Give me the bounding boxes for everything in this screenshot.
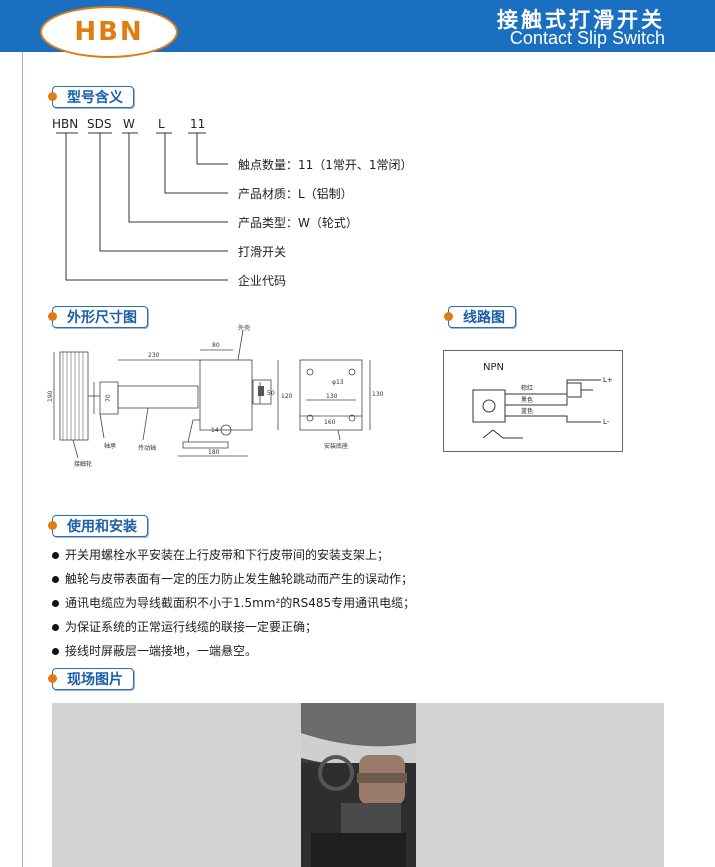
bullet-dot-icon xyxy=(48,521,57,530)
terminal-l-minus: L- xyxy=(603,418,610,426)
usage-item: 为保证系统的正常运行线缆的联接一定要正确； xyxy=(52,618,317,635)
label-bearing: 轴承 xyxy=(104,442,116,450)
wiring-type-label: NPN xyxy=(483,362,504,373)
wire-black: 黑色 xyxy=(521,396,533,404)
label-mount-base: 安装底座 xyxy=(324,442,348,450)
code-part-l: L xyxy=(158,117,165,131)
site-photo xyxy=(301,703,416,867)
bullet-dot-icon xyxy=(48,92,57,101)
bullet-icon xyxy=(52,600,59,607)
meaning-product: 打滑开关 xyxy=(238,245,287,259)
dim-160: 160 xyxy=(324,419,336,426)
site-photo-illustration xyxy=(301,703,416,867)
terminal-l-plus: L+ xyxy=(603,376,613,384)
usage-item: 通讯电缆应为导线截面积不小于1.5mm²的RS485专用通讯电缆； xyxy=(52,594,415,611)
bullet-dot-icon xyxy=(48,674,57,683)
bullet-icon xyxy=(52,552,59,559)
bullet-dot-icon xyxy=(444,312,453,321)
code-part-w: W xyxy=(123,117,135,131)
dimension-drawing: 230 80 190 70 50 120 180 14 130 160 130 … xyxy=(47,324,384,468)
code-part-11: 11 xyxy=(190,117,206,131)
dim-230: 230 xyxy=(148,352,160,359)
bullet-dot-icon xyxy=(48,312,57,321)
dim-130: 130 xyxy=(326,393,338,400)
bullet-icon xyxy=(52,576,59,583)
section-title-wiring: 线路图 xyxy=(444,306,516,328)
wire-brown-red: 棕红 xyxy=(521,384,533,392)
dim-130-vertical: 130 xyxy=(372,391,384,398)
section-label: 外形尺寸图 xyxy=(67,310,137,326)
meaning-contacts: 触点数量：11（1常开、1常闭） xyxy=(238,158,413,172)
section-label: 使用和安装 xyxy=(67,519,137,535)
dim-14: 14 xyxy=(211,427,219,434)
meaning-type: 产品类型：W（轮式） xyxy=(238,216,358,230)
usage-text: 开关用螺栓水平安装在上行皮带和下行皮带间的安装支架上； xyxy=(65,548,390,562)
section-label: 型号含义 xyxy=(67,90,123,106)
usage-item: 接线时屏蔽层一端接地，一端悬空。 xyxy=(52,642,257,659)
section-title-usage: 使用和安装 xyxy=(48,515,148,537)
wiring-diagram: NPN 棕红 黑色 蓝色 L+ L- xyxy=(443,350,623,452)
product-title-en: Contact Slip Switch xyxy=(509,28,665,48)
bullet-icon xyxy=(52,648,59,655)
dim-50: 50 xyxy=(267,390,275,397)
bullet-icon xyxy=(52,624,59,631)
section-title-model: 型号含义 xyxy=(48,86,134,108)
wire-blue: 蓝色 xyxy=(521,407,533,415)
product-title-cn: 接触式打滑开关 xyxy=(497,8,665,32)
section-title-dimensions: 外形尺寸图 xyxy=(48,306,148,328)
label-shaft: 传动轴 xyxy=(138,444,156,452)
meaning-material: 产品材质：L（铝制） xyxy=(238,187,353,201)
section-title-photos: 现场图片 xyxy=(48,668,134,690)
hbn-logo: HBN xyxy=(40,6,178,58)
dim-70: 70 xyxy=(105,394,112,402)
label-wheel: 接触轮 xyxy=(74,460,92,468)
section-label: 现场图片 xyxy=(67,672,123,688)
usage-text: 接线时屏蔽层一端接地，一端悬空。 xyxy=(65,644,258,658)
model-code-leader-lines xyxy=(56,132,228,281)
usage-text: 触轮与皮带表面有一定的压力防止发生触轮跳动而产生的误动作； xyxy=(65,572,414,586)
meaning-company: 企业代码 xyxy=(238,274,287,288)
dim-bore: φ13 xyxy=(332,379,344,386)
dim-120: 120 xyxy=(281,393,293,400)
page-header: HBN 接触式打滑开关 Contact Slip Switch xyxy=(0,0,715,58)
dim-80: 80 xyxy=(212,342,220,349)
usage-text: 为保证系统的正常运行线缆的联接一定要正确； xyxy=(65,620,318,634)
margin-rule xyxy=(22,52,23,867)
dim-180: 180 xyxy=(208,449,220,456)
dim-190: 190 xyxy=(47,390,54,402)
code-part-sds: SDS xyxy=(87,117,112,131)
usage-item: 触轮与皮带表面有一定的压力防止发生触轮跳动而产生的误动作； xyxy=(52,570,413,587)
usage-item: 开关用螺栓水平安装在上行皮带和下行皮带间的安装支架上； xyxy=(52,546,389,563)
section-label: 线路图 xyxy=(463,310,505,326)
code-part-hbn: HBN xyxy=(52,117,79,131)
label-shell: 外壳 xyxy=(238,324,250,332)
usage-text: 通讯电缆应为导线截面积不小于1.5mm²的RS485专用通讯电缆； xyxy=(65,596,416,610)
logo-text: HBN xyxy=(74,17,144,47)
